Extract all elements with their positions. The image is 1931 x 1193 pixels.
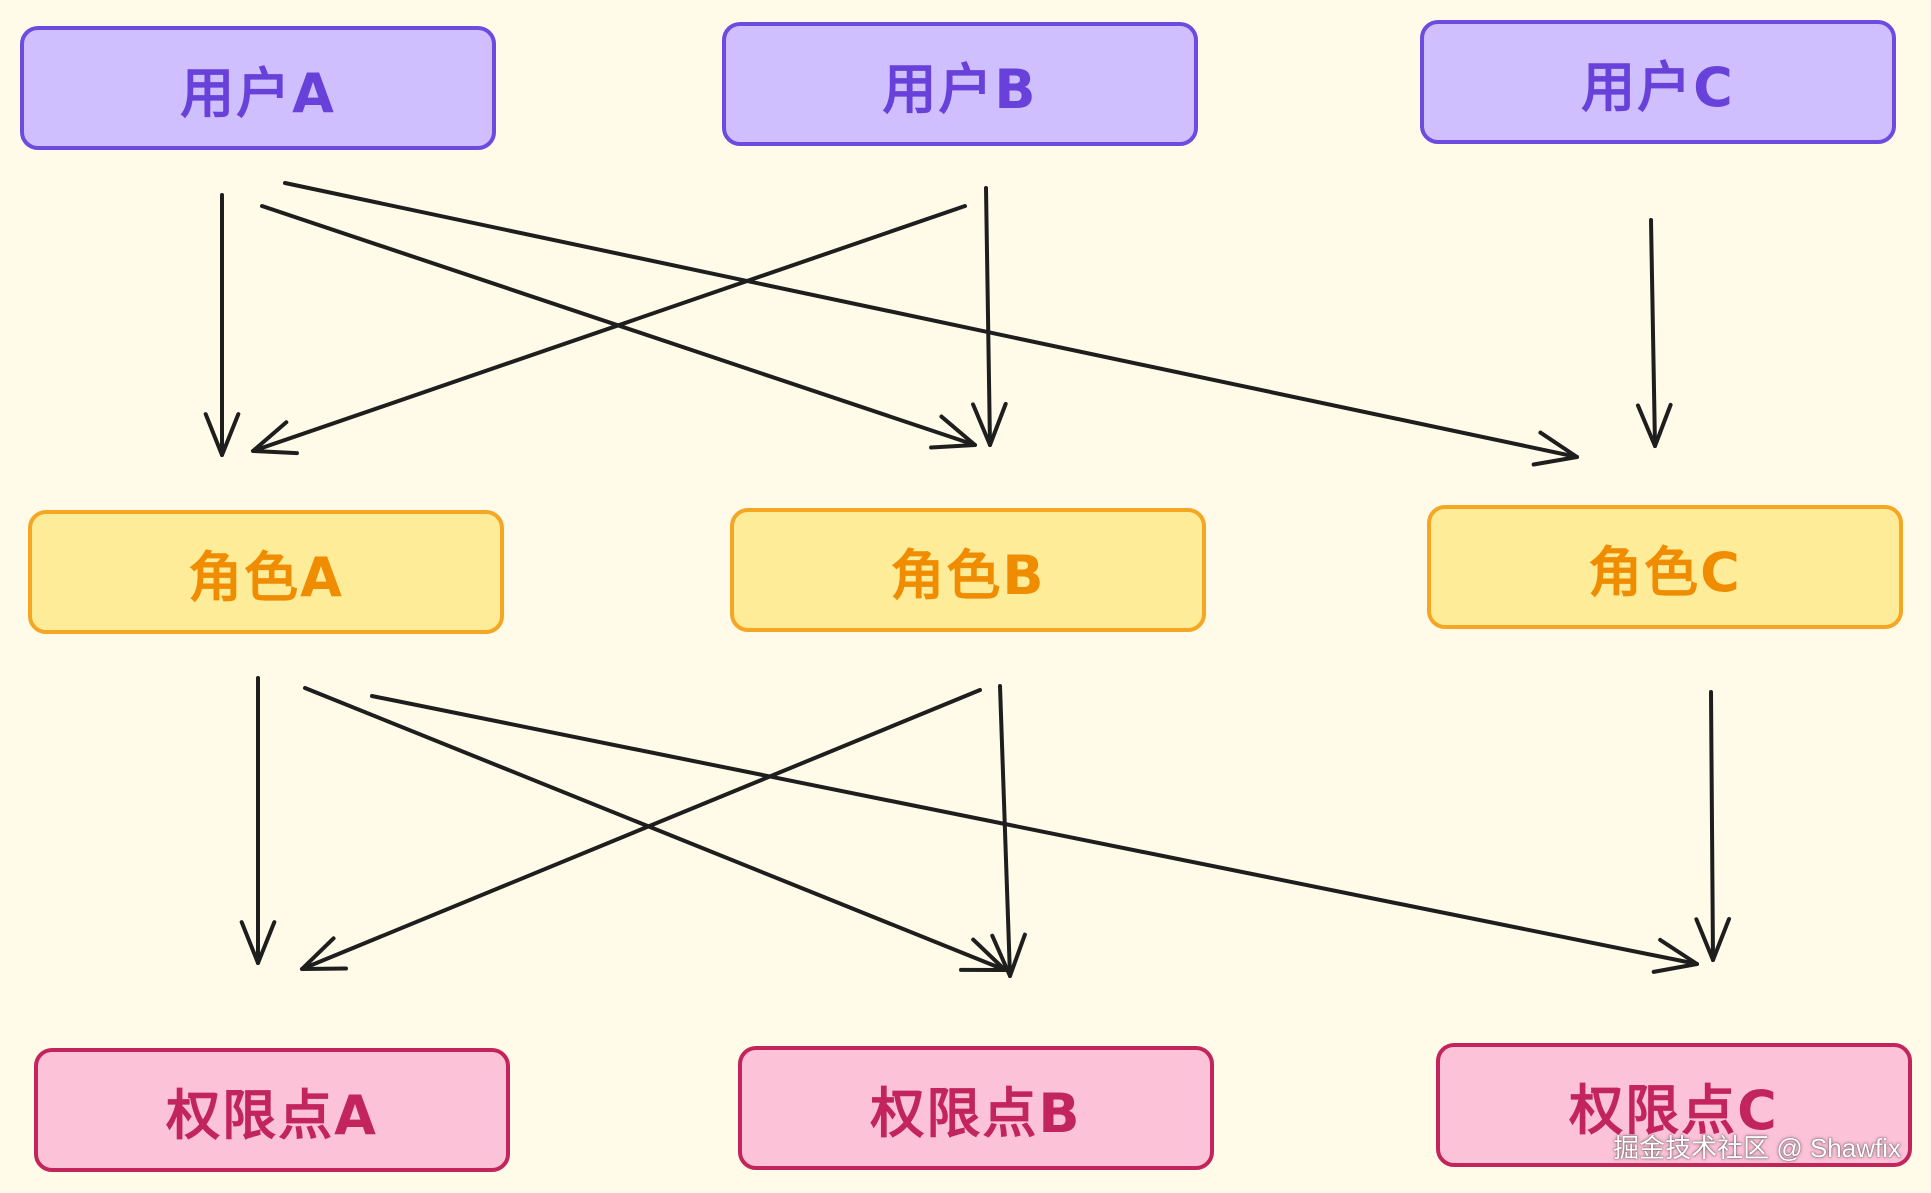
user-a-node: 用户A <box>20 26 496 150</box>
role-b-node: 角色B <box>730 508 1206 632</box>
arrow-r2-p1 <box>300 688 982 971</box>
arrowhead-r1-p2 <box>959 937 1007 972</box>
watermark-text: 掘金技术社区 @ Shawfix <box>1613 1133 1901 1163</box>
arrow-r1-p3 <box>370 694 1699 966</box>
arrowhead-u1-r2 <box>929 414 977 450</box>
permission-a-label: 权限点A <box>166 1083 378 1147</box>
arrow-r3-p3 <box>1709 690 1715 962</box>
arrow-u1-r3 <box>283 181 1579 459</box>
user-b-node: 用户B <box>722 22 1198 146</box>
role-a-label: 角色A <box>188 545 344 609</box>
role-a-node: 角色A <box>28 510 504 634</box>
role-c-node: 角色C <box>1427 505 1903 629</box>
role-c-label: 角色C <box>1588 540 1742 604</box>
permission-c-node: 权限点C <box>1436 1043 1912 1167</box>
arrow-r2-p2 <box>998 684 1012 978</box>
arrowhead-r2-p1 <box>300 936 348 971</box>
arrowhead-u2-r1 <box>251 420 299 456</box>
arrowhead-u1-r3 <box>1531 430 1579 467</box>
arrowhead-r3-p3 <box>1694 917 1732 962</box>
arrowhead-u1-r1 <box>203 412 241 457</box>
arrowhead-u2-r2 <box>971 401 1008 447</box>
user-c-node: 用户C <box>1420 20 1896 144</box>
arrow-u1-r2 <box>260 204 977 447</box>
permission-b-label: 权限点B <box>870 1081 1082 1145</box>
arrow-u2-r1 <box>251 204 967 453</box>
arrowhead-r1-p1 <box>239 920 277 965</box>
user-b-label: 用户B <box>882 57 1038 121</box>
role-b-label: 角色B <box>890 543 1046 607</box>
permission-c-label: 权限点C <box>1569 1078 1779 1142</box>
arrow-u3-r3 <box>1649 218 1657 448</box>
arrow-r1-p2 <box>303 686 1007 972</box>
user-c-label: 用户C <box>1581 55 1735 119</box>
permission-b-node: 权限点B <box>738 1046 1214 1170</box>
user-a-label: 用户A <box>180 61 336 125</box>
permission-a-node: 权限点A <box>34 1048 510 1172</box>
arrowhead-u3-r3 <box>1635 402 1673 448</box>
arrowhead-r1-p3 <box>1651 937 1699 974</box>
arrow-u2-r2 <box>984 186 992 447</box>
arrowhead-r2-p2 <box>990 932 1027 978</box>
